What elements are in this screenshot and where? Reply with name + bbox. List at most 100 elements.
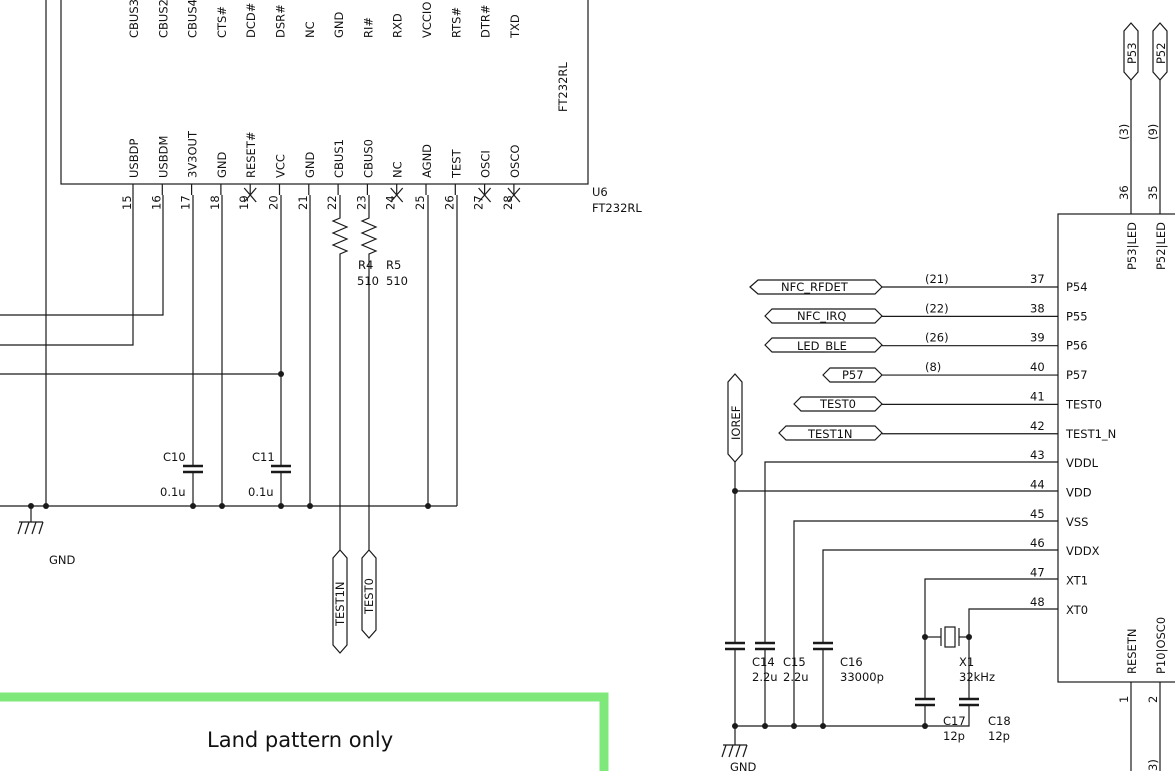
wire-vddx xyxy=(822,549,1058,643)
port-test0-right-label: TEST0 xyxy=(819,397,856,411)
c16-value: 33000p xyxy=(840,670,884,684)
port-p57-label: P57 xyxy=(842,368,864,382)
u6-bottom-pin-label: AGND xyxy=(420,144,434,178)
u6-part-name: FT232RL xyxy=(556,62,570,112)
junction-dot xyxy=(762,723,768,729)
pin-cut-label: 3) xyxy=(1146,759,1160,771)
capacitor-c11 xyxy=(271,464,291,474)
no-connect-mark xyxy=(507,187,521,203)
u6-bottom-pin-label: CBUS1 xyxy=(332,139,346,178)
pin-2-num: 2 xyxy=(1146,696,1160,703)
mcu-pin-label: VDD xyxy=(1066,485,1092,499)
pin-1-num: 1 xyxy=(1117,696,1131,703)
u6-pin-number: 28 xyxy=(501,195,515,210)
u6-ref: U6 xyxy=(592,185,608,199)
u6-pin-number: 26 xyxy=(442,195,456,210)
mcu-pin-number: 37 xyxy=(1030,272,1045,286)
r5-value: 510 xyxy=(386,274,408,288)
u6-pin-number: 25 xyxy=(413,195,427,210)
ground-label: GND xyxy=(49,553,76,567)
u6-bottom-pin-label: RESET# xyxy=(244,132,258,178)
mcu-pin-label: P57 xyxy=(1066,368,1088,382)
u6-pin-number: 23 xyxy=(354,195,368,210)
mcu-pin-label: VDDX xyxy=(1066,544,1100,558)
u6-top-pin-label: TXD xyxy=(508,14,522,39)
port-test0-right xyxy=(793,396,883,412)
wire-vddl xyxy=(764,461,1058,640)
crystal-x1 xyxy=(925,626,969,648)
ground-symbol xyxy=(721,726,748,758)
mcu-pin-number: 42 xyxy=(1030,419,1045,433)
capacitor-c18 xyxy=(735,697,979,727)
u6-pin-number: 24 xyxy=(384,195,398,210)
u6-top-pin-label: CBUS3 xyxy=(127,0,141,38)
port-nfc-irq-label: NFC_IRQ xyxy=(797,309,846,323)
u6-top-pin-label: NC xyxy=(303,21,317,38)
p53-sheet-ref: (3) xyxy=(1117,124,1131,140)
junction-dot xyxy=(922,723,928,729)
u6-bottom-pin-label: VCC xyxy=(274,154,288,178)
mcu-pin-label: XT0 xyxy=(1066,603,1088,617)
u6-top-pin-label: CTS# xyxy=(215,6,229,38)
wire-usbdp xyxy=(0,195,134,346)
u6-top-pin-label: DCD# xyxy=(244,3,258,38)
capacitor-c14 xyxy=(725,640,745,726)
mcu-pin-label: P55 xyxy=(1066,309,1088,323)
ft232rl-section: FT232RL U6 FT232RL CBUS3 CBUS2 CBUS4 CTS# DC… xyxy=(0,0,642,771)
u6-bottom-pin-label: NC xyxy=(391,161,405,178)
u6-top-pin-label: DTR# xyxy=(479,4,493,38)
u6-pin-number: 15 xyxy=(120,195,134,210)
junction-dot xyxy=(922,634,928,640)
pin-2-label: P10|OSC0 xyxy=(1154,617,1168,674)
u6-pin-number: 18 xyxy=(208,195,222,210)
land-pattern-label: Land pattern only xyxy=(207,728,393,752)
wire-vss xyxy=(793,520,1058,726)
u6-pin-number: 21 xyxy=(296,195,310,210)
wire-xt0 xyxy=(968,608,1058,699)
mcu-pin-label: VSS xyxy=(1066,515,1088,529)
mcu-pin-number: 43 xyxy=(1030,448,1045,462)
u6-top-pin-label: RXD xyxy=(391,13,405,38)
port-test0-label: TEST0 xyxy=(362,578,376,615)
no-connect-mark xyxy=(243,187,257,203)
pin-36-label: P53|LED xyxy=(1125,222,1139,270)
no-connect-mark xyxy=(390,187,404,203)
c10-value: 0.1u xyxy=(160,485,186,499)
c14-value: 2.2u xyxy=(752,670,778,684)
resistor-r4 xyxy=(331,195,349,550)
u6-top-pin-label: VCCIO xyxy=(420,2,434,38)
pin-36-num: 36 xyxy=(1117,185,1131,200)
mcu-pin-label: P54 xyxy=(1066,280,1088,294)
u6-bottom-pin-label: CBUS0 xyxy=(361,139,375,178)
u6-top-pin-label: CBUS4 xyxy=(186,0,200,38)
u6-top-pin-label: CBUS2 xyxy=(156,0,170,38)
wire-xt1 xyxy=(924,578,1058,699)
mcu-pin-number: 47 xyxy=(1030,566,1045,580)
port-test1n-right-label: TEST1N xyxy=(807,427,853,441)
u6-value: FT232RL xyxy=(592,201,642,215)
r4-ref: R4 xyxy=(358,258,373,272)
c18-value: 12p xyxy=(988,729,1010,743)
u6-bottom-pin-label: USBDM xyxy=(156,136,170,178)
pin-1-label: RESETN xyxy=(1125,629,1139,674)
capacitor-c15 xyxy=(755,640,775,726)
p52-sheet-ref: (9) xyxy=(1146,124,1160,140)
mcu-pin-label: XT1 xyxy=(1066,574,1088,588)
c14-ref: C14 xyxy=(752,655,775,669)
u6-bottom-pin-label: USBDP xyxy=(127,139,141,178)
u6-body xyxy=(60,0,589,185)
pin-35-label: P52|LED xyxy=(1154,222,1168,270)
mcu-pin-number: 44 xyxy=(1030,477,1045,491)
mcu-left-pins: 37P54(21)38P55(22)39P56(26)40P57(8)41TES… xyxy=(882,272,1116,617)
mcu-pin-number: 41 xyxy=(1030,389,1045,403)
x1-ref: X1 xyxy=(959,655,974,669)
mcu-pin-sheet-ref: (26) xyxy=(925,331,949,345)
u6-bottom-pin-label: GND xyxy=(303,151,317,178)
port-test0 xyxy=(361,549,377,639)
port-nfc-rfdet-label: NFC_RFDET xyxy=(781,280,849,294)
c18-ref: C18 xyxy=(988,714,1011,728)
capacitor-c17 xyxy=(915,697,935,726)
u6-bottom-pin-label: OSCO xyxy=(508,145,522,178)
port-test1n-label: TEST1N xyxy=(333,581,347,627)
